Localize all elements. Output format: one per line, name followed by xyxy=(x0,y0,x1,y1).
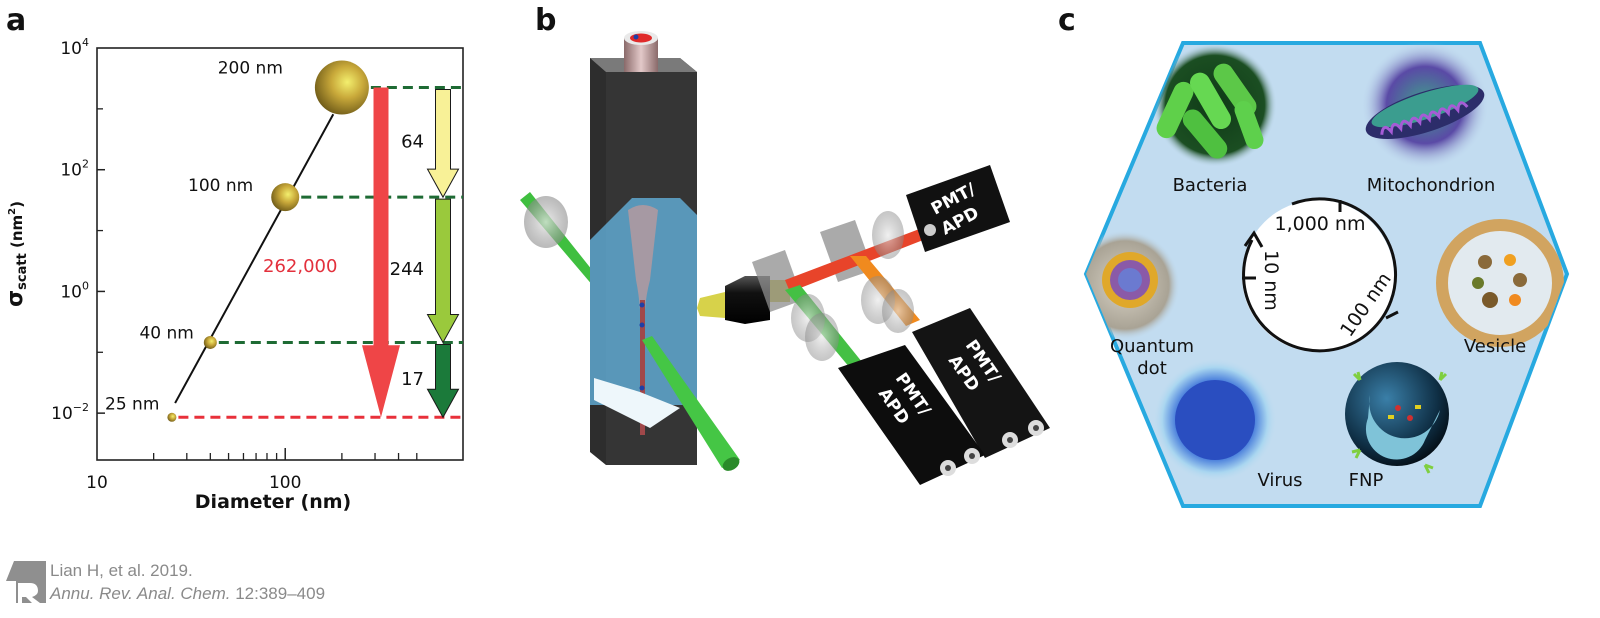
bacteria-illustration xyxy=(1153,43,1277,167)
flow-cytometer-diagram: PMT/ APD PMT/ APD PMT/ APD xyxy=(520,31,1050,485)
y-axis-sigma: σ xyxy=(3,290,28,307)
lens-orange-2 xyxy=(882,289,914,333)
x-axis-title: Diameter (nm) xyxy=(195,491,351,513)
sample-stream xyxy=(640,300,645,435)
ratio-arrow xyxy=(426,343,460,419)
y-tick-label: 100 xyxy=(60,279,89,302)
y-tick-label: 102 xyxy=(60,158,89,181)
particle-point xyxy=(271,183,300,212)
laser-beam-outgoing xyxy=(642,336,740,468)
label-dot: dot xyxy=(1137,358,1167,379)
ratio-arrow xyxy=(426,198,460,344)
point-label: 200 nm xyxy=(218,59,283,79)
panel-letter-b: b xyxy=(535,3,556,38)
label-quantum: Quantum xyxy=(1110,336,1194,357)
ratio-arrows: 64 244 17 xyxy=(362,87,460,419)
axis-ticks: 10 100 104 102 100 10−2 xyxy=(51,36,418,493)
y-tick-label: 104 xyxy=(60,36,89,59)
label-virus: Virus xyxy=(1257,470,1302,491)
scale-label-1000nm: 1,000 nm xyxy=(1275,213,1366,235)
lens-green-2 xyxy=(805,313,839,361)
objective-lens xyxy=(725,276,770,324)
detector-back: PMT/ APD xyxy=(912,308,1050,458)
mirror-plate xyxy=(594,378,680,428)
dichroic-mirror-1 xyxy=(752,250,803,312)
vesicle-illustration xyxy=(1436,219,1564,347)
scale-arrowhead-icon xyxy=(1243,230,1264,248)
y-axis-sub: scatt xyxy=(15,253,30,290)
size-scale-dial: 1,000 nm 10 nm 100 nm xyxy=(1242,197,1399,353)
total-ratio-arrow xyxy=(362,87,400,418)
objective-tip xyxy=(697,292,725,318)
label-mitochondrion: Mitochondrion xyxy=(1367,175,1496,196)
ratio-label: 17 xyxy=(401,369,424,390)
y-axis-unit-sup: 2 xyxy=(7,208,18,215)
quantum-dot-illustration xyxy=(1086,230,1180,340)
credit-journal-line: Annu. Rev. Anal. Chem. 12:389–409 xyxy=(50,584,325,604)
fnp-illustration xyxy=(1345,362,1449,474)
hydrodynamic-focus xyxy=(628,205,658,310)
y-axis-unit-close: ) xyxy=(8,201,26,208)
panel-letter-c: c xyxy=(1058,3,1076,38)
label-fnp: FNP xyxy=(1349,470,1384,491)
credit-citation: Lian H, et al. 2019. xyxy=(50,561,193,580)
ratio-label: 244 xyxy=(390,259,424,280)
scale-label-10nm: 10 nm xyxy=(1260,250,1282,311)
particle-point xyxy=(314,60,369,115)
fit-line xyxy=(174,113,335,404)
plot-frame xyxy=(96,47,464,461)
detector-top: PMT/ APD xyxy=(906,165,1010,252)
size-scale-hexagon: Bacteria Mitochondrion Quantum dot Vesic… xyxy=(1083,41,1570,508)
x-tick-label: 10 xyxy=(86,473,108,493)
virus-illustration xyxy=(1153,358,1277,482)
scale-arc xyxy=(1242,197,1397,353)
mitochondrion-illustration xyxy=(1361,43,1489,169)
data-points: 25 nm 40 nm 100 nm 200 nm xyxy=(105,59,369,422)
credit-pages: 12:389–409 xyxy=(230,584,326,603)
point-label: 100 nm xyxy=(188,176,253,196)
total-ratio-label: 262,000 xyxy=(263,256,337,277)
y-axis-title: σscatt (nm2) xyxy=(3,201,30,307)
panel-letter-a: a xyxy=(6,3,26,38)
ratio-arrow xyxy=(426,89,460,199)
scatter-cross-section-chart: 64 244 17 10 100 104 102 100 10−2 25 nm 40 nm 100… xyxy=(3,36,464,513)
particle-point xyxy=(203,335,217,349)
particle-point xyxy=(167,412,177,422)
ratio-label: 64 xyxy=(401,131,424,152)
y-tick-label: 10−2 xyxy=(51,401,89,424)
label-vesicle: Vesicle xyxy=(1464,336,1526,357)
point-label: 25 nm xyxy=(105,394,159,414)
detector-front: PMT/ APD xyxy=(838,345,985,485)
point-label: 40 nm xyxy=(139,323,193,343)
y-axis-unit: (nm xyxy=(8,215,26,253)
annual-reviews-logo-icon xyxy=(6,561,46,603)
lens-red xyxy=(872,211,904,259)
focusing-lens xyxy=(524,196,568,248)
x-tick-label: 100 xyxy=(269,473,301,493)
credit-journal: Annu. Rev. Anal. Chem. xyxy=(50,584,231,603)
label-bacteria: Bacteria xyxy=(1173,175,1248,196)
